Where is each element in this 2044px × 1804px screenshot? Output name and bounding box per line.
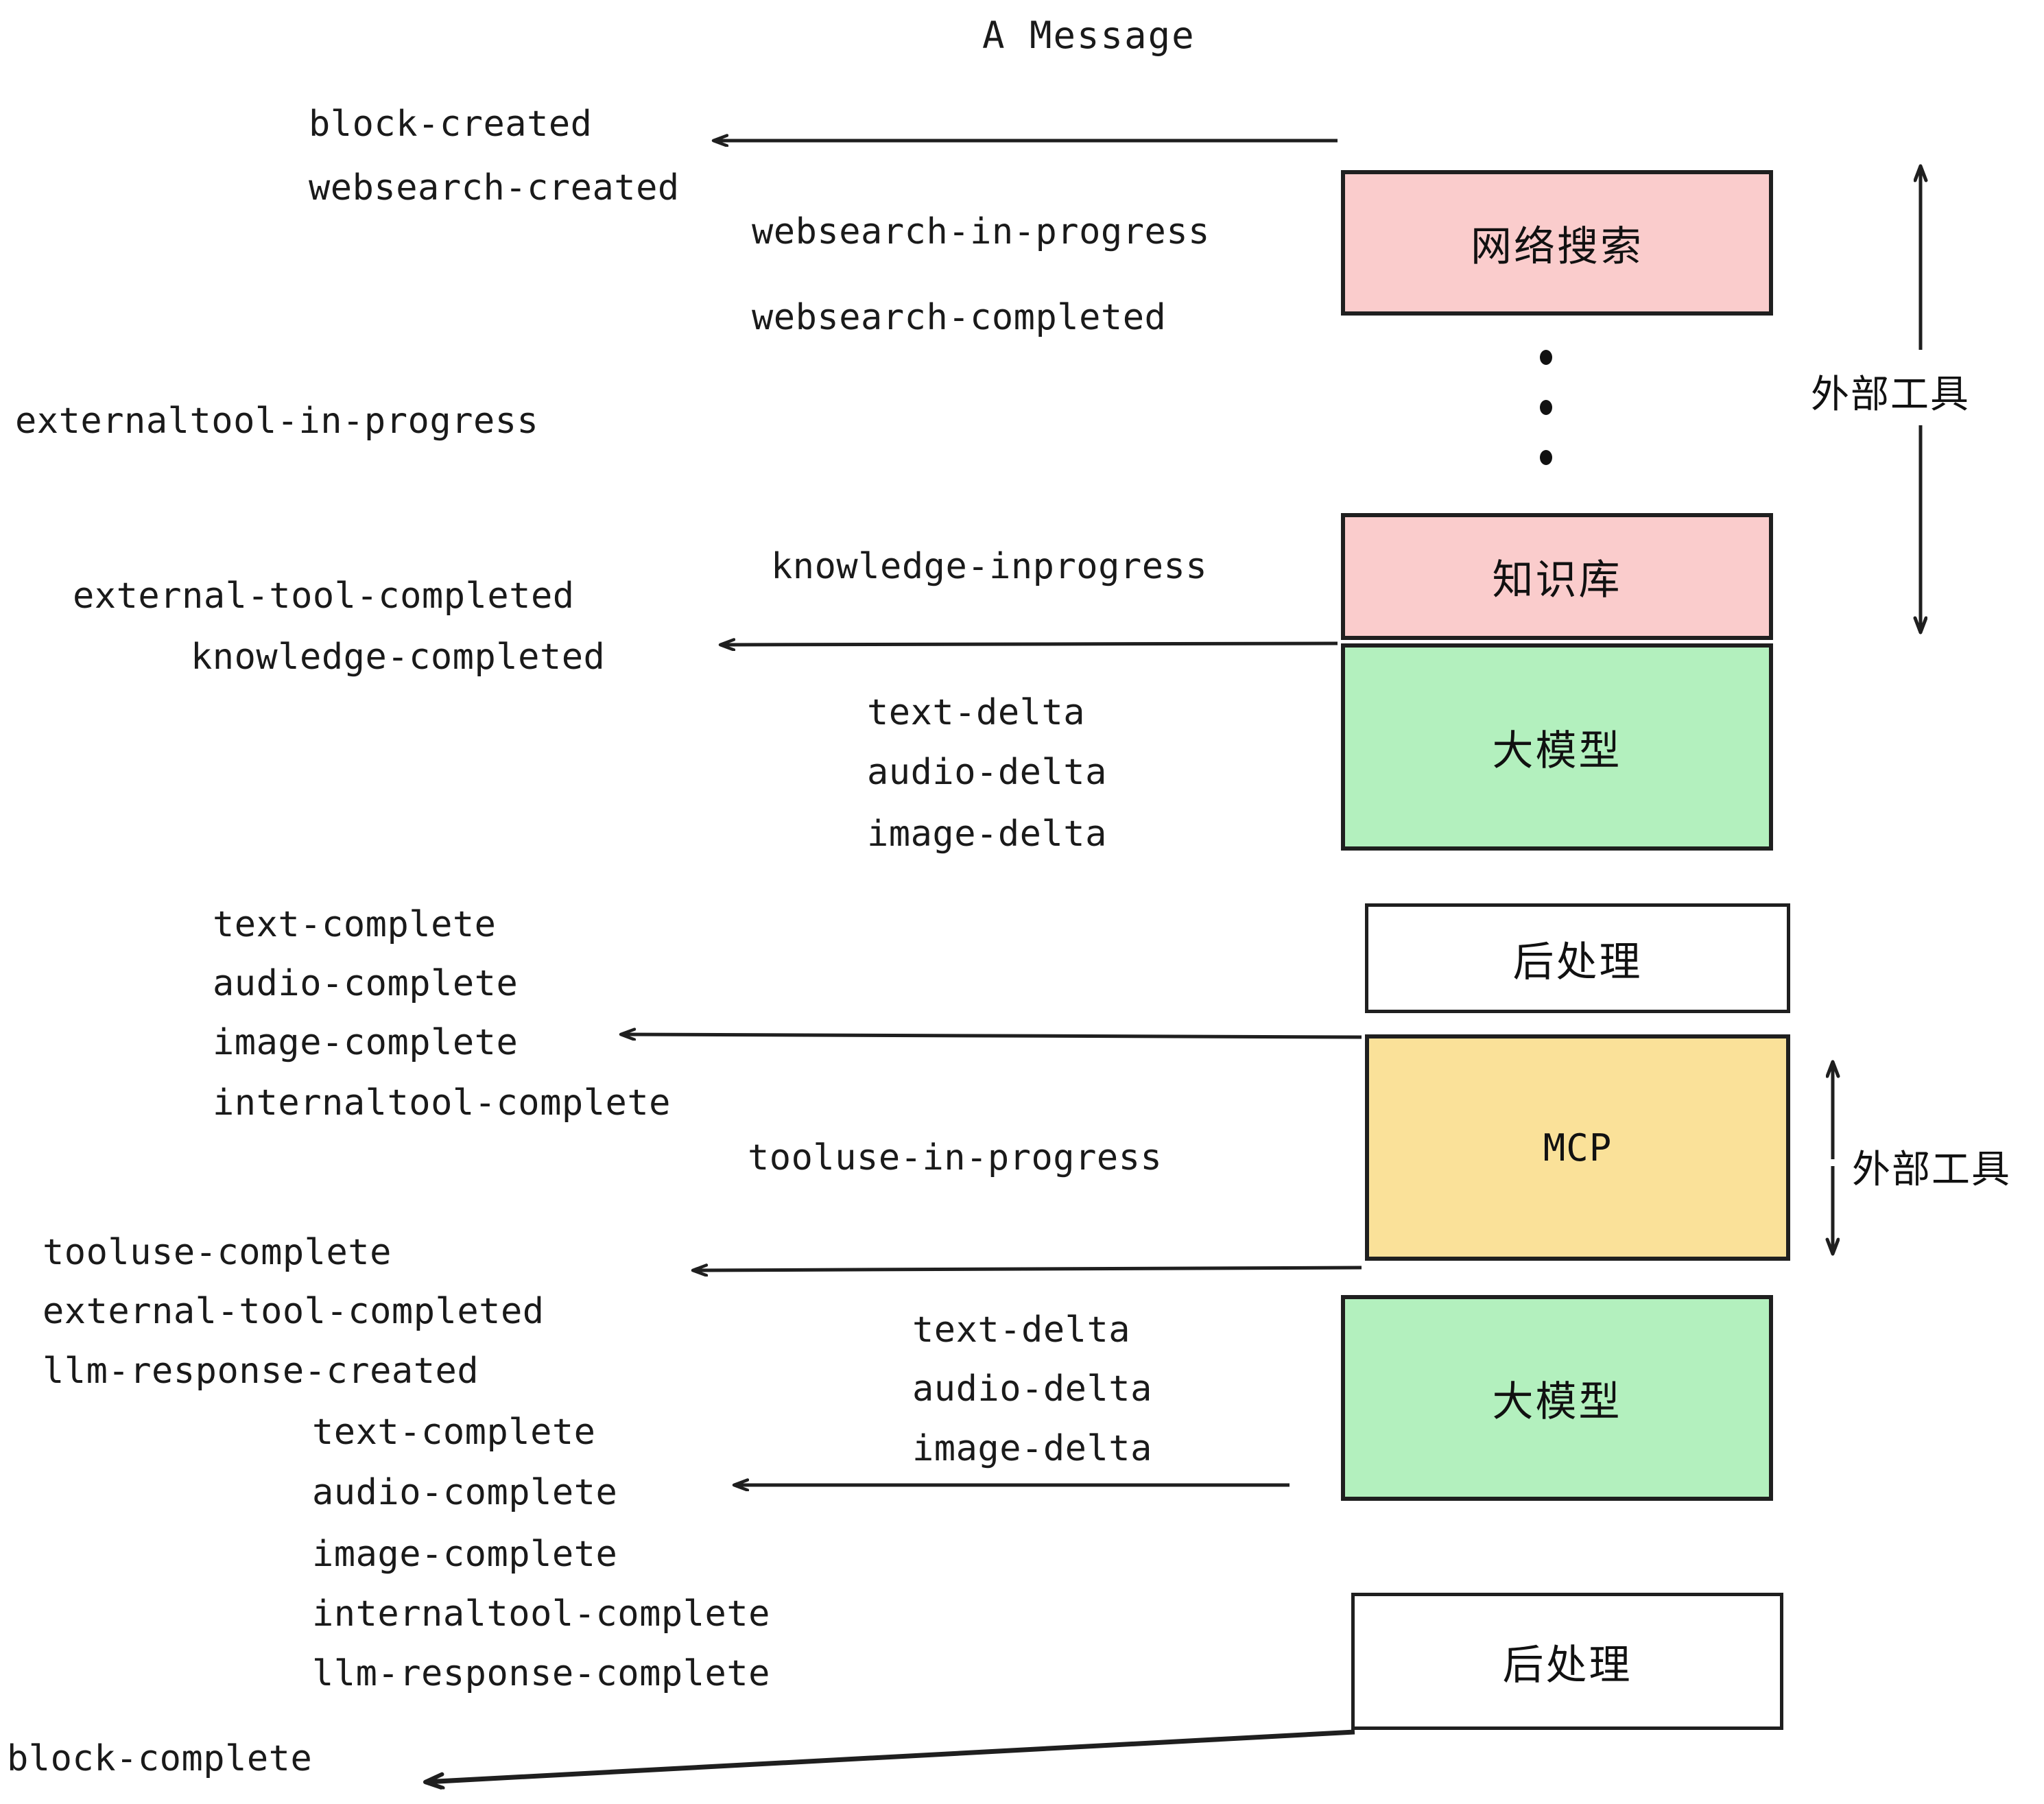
event-tooluse-in-progress: tooluse-in-progress — [748, 1137, 1163, 1178]
node-llm-second[interactable]: 大模型 — [1341, 1295, 1773, 1501]
event-text-complete-1: text-complete — [213, 904, 497, 945]
event-knowledge-completed: knowledge-completed — [191, 637, 606, 678]
event-audio-delta-1: audio-delta — [867, 752, 1107, 793]
node-llm-second-label: 大模型 — [1492, 1377, 1622, 1426]
event-knowledge-inprogress: knowledge-inprogress — [771, 546, 1208, 587]
event-audio-complete-2: audio-complete — [312, 1472, 618, 1513]
page-title: A Message — [982, 14, 1196, 57]
external-tools-label-bottom: 外部工具 — [1852, 1148, 2011, 1192]
node-llm-first-label: 大模型 — [1492, 726, 1622, 775]
event-llm-response-created: llm-response-created — [43, 1351, 479, 1392]
external-tools-label-top: 外部工具 — [1811, 372, 1970, 417]
node-postprocess-second[interactable]: 后处理 — [1351, 1593, 1783, 1730]
node-postprocess-second-label: 后处理 — [1502, 1641, 1632, 1689]
event-block-complete: block-complete — [7, 1738, 313, 1779]
event-audio-delta-2: audio-delta — [912, 1368, 1152, 1410]
node-knowledge[interactable]: 知识库 — [1341, 513, 1773, 640]
event-llm-response-complete: llm-response-complete — [312, 1653, 770, 1694]
event-text-delta-1: text-delta — [867, 692, 1086, 733]
event-image-delta-2: image-delta — [912, 1428, 1152, 1469]
event-audio-complete-1: audio-complete — [213, 963, 519, 1004]
ellipsis-dot — [1540, 400, 1552, 415]
event-internaltool-complete-1: internaltool-complete — [213, 1082, 671, 1124]
node-postprocess-first[interactable]: 后处理 — [1365, 903, 1790, 1013]
node-websearch[interactable]: 网络搜索 — [1341, 170, 1773, 316]
node-postprocess-first-label: 后处理 — [1512, 938, 1643, 986]
node-knowledge-label: 知识库 — [1492, 556, 1622, 604]
ellipsis-dot — [1540, 450, 1552, 465]
event-externaltool-in-progress: externaltool-in-progress — [15, 401, 539, 442]
event-tooluse-complete: tooluse-complete — [43, 1232, 392, 1273]
event-block-created: block-created — [309, 104, 593, 145]
node-mcp[interactable]: MCP — [1365, 1034, 1790, 1261]
event-websearch-completed: websearch-completed — [752, 297, 1167, 338]
event-websearch-created: websearch-created — [309, 167, 680, 209]
arrow-mcp-to-tooluse-complete — [693, 1268, 1362, 1270]
arrow-postprocess1-to-image-complete — [621, 1034, 1362, 1037]
arrow-knowledge-to-completed — [720, 643, 1338, 645]
ellipsis-dot — [1540, 350, 1552, 365]
event-image-delta-1: image-delta — [867, 814, 1107, 855]
event-image-complete-1: image-complete — [213, 1022, 519, 1063]
event-text-delta-2: text-delta — [912, 1309, 1131, 1351]
node-mcp-label: MCP — [1543, 1126, 1613, 1170]
node-websearch-label: 网络搜索 — [1471, 222, 1643, 271]
event-websearch-in-progress: websearch-in-progress — [752, 211, 1210, 252]
arrow-postprocess2-to-block-complete — [425, 1729, 1355, 1782]
event-internaltool-complete-2: internaltool-complete — [312, 1593, 770, 1635]
event-external-tool-completed-2: external-tool-completed — [43, 1291, 545, 1332]
event-image-complete-2: image-complete — [312, 1534, 618, 1575]
node-llm-first[interactable]: 大模型 — [1341, 643, 1773, 851]
event-external-tool-completed-1: external-tool-completed — [73, 575, 575, 617]
event-text-complete-2: text-complete — [312, 1412, 596, 1453]
